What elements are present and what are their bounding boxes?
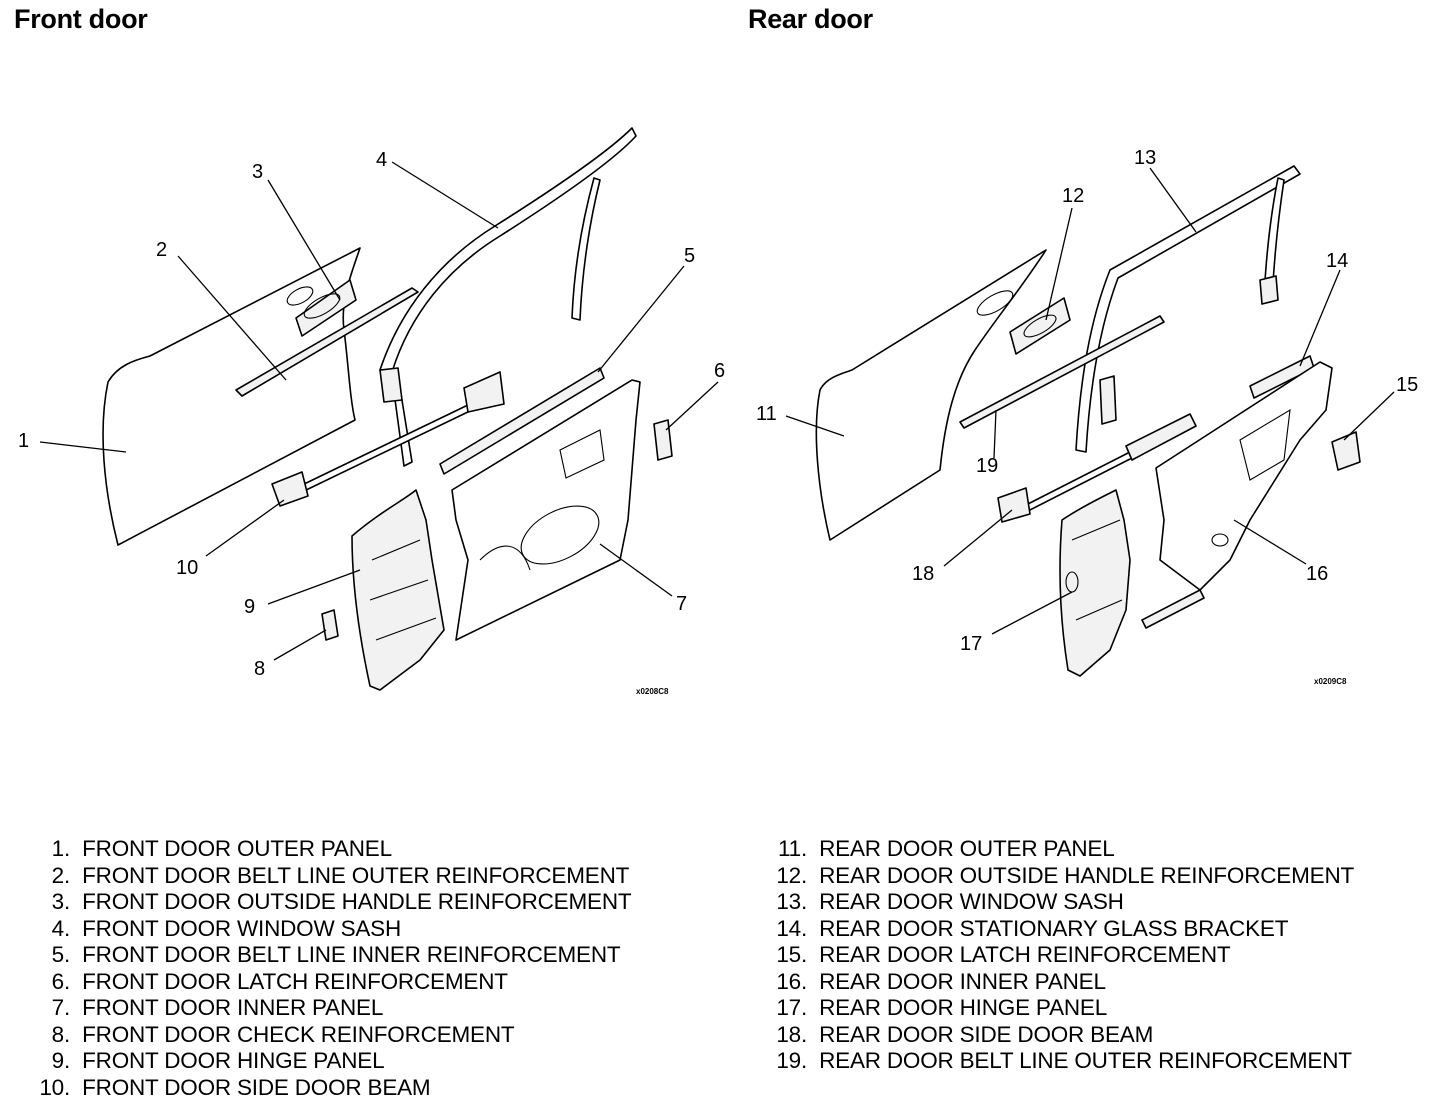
legend-number: 18. (776, 1021, 807, 1047)
front-figure-code: x0208C8 (636, 687, 669, 696)
callout-5: 5 (684, 245, 695, 267)
legend-number: 7. (51, 995, 71, 1020)
callout-12: 12 (1062, 185, 1084, 207)
front-outer-panel (102, 247, 361, 546)
callout-17: 17 (960, 633, 982, 655)
rear-figure-code: x0209C8 (1314, 677, 1347, 686)
callout-7: 7 (676, 593, 687, 615)
legend-item: 8. FRONT DOOR CHECK REINFORCEMENT (26, 1022, 631, 1049)
rear-door-heading: Rear door (748, 4, 873, 34)
callout-14: 14 (1326, 250, 1348, 272)
callout-2: 2 (156, 239, 167, 261)
legend-item: 15. REAR DOOR LATCH REINFORCEMENT (763, 942, 1354, 969)
legend-label: FRONT DOOR INNER PANEL (82, 995, 384, 1020)
exploded-door-diagram: 1 2 3 4 5 6 7 8 9 10 x0208C8 (18, 127, 1418, 696)
rear-belt-outer-reinforcement (959, 315, 1165, 429)
legend-item: 1. FRONT DOOR OUTER PANEL (26, 836, 631, 863)
legend-label: FRONT DOOR HINGE PANEL (82, 1048, 385, 1073)
rear-window-sash (1075, 165, 1301, 453)
legend-label: REAR DOOR OUTSIDE HANDLE REINFORCEMENT (819, 862, 1355, 888)
legend-label: REAR DOOR WINDOW SASH (819, 889, 1124, 914)
legend-number: 15. (776, 942, 807, 967)
legend-label: FRONT DOOR CHECK REINFORCEMENT (82, 1021, 515, 1047)
front-belt-inner-reinforcement (439, 367, 605, 475)
legend-label: FRONT DOOR SIDE DOOR BEAM (82, 1074, 431, 1100)
front-door-heading: Front door (14, 4, 148, 34)
legend-number: 2. (51, 862, 71, 888)
callout-4: 4 (376, 149, 387, 171)
legend-label: FRONT DOOR BELT LINE OUTER REINFORCEMENT (82, 862, 630, 888)
legend-number: 12. (776, 862, 807, 888)
legend-label: REAR DOOR SIDE DOOR BEAM (819, 1021, 1154, 1047)
legend-item: 5. FRONT DOOR BELT LINE INNER REINFORCEM… (26, 942, 631, 969)
callout-8: 8 (254, 658, 265, 680)
legend-item: 18. REAR DOOR SIDE DOOR BEAM (763, 1022, 1354, 1049)
legend-item: 6. FRONT DOOR LATCH REINFORCEMENT (26, 969, 631, 996)
rear-inner-panel (1155, 361, 1333, 591)
legend-number: 16. (776, 968, 807, 994)
legend-number: 13. (776, 889, 807, 914)
legend-number: 10. (39, 1074, 70, 1100)
legend-item: 7. FRONT DOOR INNER PANEL (26, 995, 631, 1022)
callout-6: 6 (714, 360, 725, 382)
legend-label: FRONT DOOR OUTSIDE HANDLE REINFORCEMENT (82, 889, 632, 914)
rear-door-diagram: 11 12 13 14 15 16 17 18 19 x0209C8 (756, 147, 1418, 686)
legend-label: REAR DOOR INNER PANEL (819, 968, 1106, 994)
legend-number: 6. (51, 968, 71, 994)
legend-item: 13. REAR DOOR WINDOW SASH (763, 889, 1354, 916)
callout-18: 18 (912, 563, 934, 585)
legend-number: 17. (776, 995, 807, 1020)
callout-19: 19 (976, 455, 998, 477)
legend-label: REAR DOOR HINGE PANEL (819, 995, 1108, 1020)
legend-label: REAR DOOR OUTER PANEL (819, 836, 1115, 861)
callout-9: 9 (244, 596, 255, 618)
legend-label: REAR DOOR STATIONARY GLASS BRACKET (819, 915, 1289, 941)
front-check-reinforcement (321, 609, 339, 641)
legend-item: 9. FRONT DOOR HINGE PANEL (26, 1048, 631, 1075)
legend-label: FRONT DOOR OUTER PANEL (82, 836, 392, 861)
legend-item: 2. FRONT DOOR BELT LINE OUTER REINFORCEM… (26, 863, 631, 890)
legend-number: 4. (51, 915, 71, 941)
legend-number: 8. (51, 1021, 71, 1047)
legend-label: FRONT DOOR BELT LINE INNER REINFORCEMENT (82, 942, 621, 967)
front-parts-legend: 1. FRONT DOOR OUTER PANEL 2. FRONT DOOR … (26, 836, 631, 1101)
legend-label: REAR DOOR BELT LINE OUTER REINFORCEMENT (819, 1048, 1352, 1073)
callout-3: 3 (252, 161, 263, 183)
legend-label: REAR DOOR LATCH REINFORCEMENT (819, 942, 1231, 967)
front-handle-reinforcement (295, 279, 357, 337)
legend-number: 5. (51, 942, 71, 967)
legend-number: 1. (51, 836, 71, 861)
callout-10: 10 (176, 557, 198, 579)
callout-1: 1 (18, 430, 29, 452)
legend-item: 10. FRONT DOOR SIDE DOOR BEAM (26, 1075, 631, 1102)
legend-item: 19. REAR DOOR BELT LINE OUTER REINFORCEM… (763, 1048, 1354, 1075)
legend-number: 11. (777, 836, 807, 861)
legend-item: 4. FRONT DOOR WINDOW SASH (26, 916, 631, 943)
callout-15: 15 (1396, 374, 1418, 396)
rear-handle-reinforcement (1009, 297, 1071, 355)
legend-item: 3. FRONT DOOR OUTSIDE HANDLE REINFORCEME… (26, 889, 632, 916)
legend-item: 12. REAR DOOR OUTSIDE HANDLE REINFORCEME… (763, 863, 1354, 890)
rear-parts-legend: 11. REAR DOOR OUTER PANEL 12. REAR DOOR … (763, 836, 1354, 1075)
legend-number: 9. (51, 1048, 71, 1073)
front-latch-reinforcement (653, 419, 673, 461)
front-window-sash (379, 127, 637, 373)
callout-11: 11 (756, 403, 777, 425)
rear-outer-panel (815, 249, 1047, 541)
legend-number: 14. (776, 915, 807, 941)
front-belt-outer-reinforcement (235, 287, 419, 397)
callout-16: 16 (1306, 563, 1328, 585)
front-door-diagram: 1 2 3 4 5 6 7 8 9 10 x0208C8 (18, 127, 725, 696)
legend-number: 19. (776, 1048, 807, 1073)
front-inner-panel (451, 379, 641, 641)
legend-item: 14. REAR DOOR STATIONARY GLASS BRACKET (763, 916, 1354, 943)
legend-item: 11. REAR DOOR OUTER PANEL (763, 836, 1354, 863)
legend-number: 3. (51, 889, 71, 914)
legend-item: 17. REAR DOOR HINGE PANEL (763, 995, 1354, 1022)
legend-label: FRONT DOOR LATCH REINFORCEMENT (82, 968, 508, 994)
legend-label: FRONT DOOR WINDOW SASH (82, 915, 402, 941)
legend-item: 16. REAR DOOR INNER PANEL (763, 969, 1354, 996)
rear-hinge-panel (1059, 489, 1131, 677)
callout-13: 13 (1134, 147, 1156, 169)
